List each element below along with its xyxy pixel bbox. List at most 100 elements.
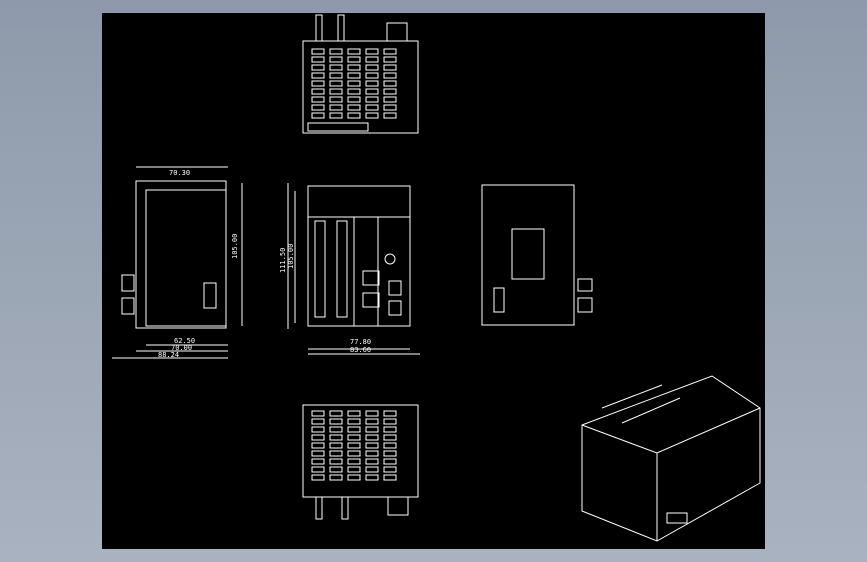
right-side-view	[481, 184, 593, 326]
terminal-slot	[311, 426, 325, 433]
terminal-slot	[329, 458, 343, 465]
terminal-slot	[365, 458, 379, 465]
terminal-slot	[347, 450, 361, 457]
front-view	[287, 183, 420, 355]
terminal-slot	[383, 442, 397, 449]
terminal-slot	[347, 434, 361, 441]
terminal-slot	[311, 466, 325, 473]
terminal-slot	[347, 474, 361, 481]
terminal-slot	[329, 418, 343, 425]
terminal-slot	[311, 88, 325, 95]
terminal-slot	[311, 410, 325, 417]
terminal-slot	[347, 104, 361, 111]
terminal-slot	[365, 96, 379, 103]
terminal-slot	[365, 450, 379, 457]
cad-drawing: 70.30 105.00 62.50 70.00 88.24 111.50 10…	[112, 14, 761, 542]
bottom-view	[302, 404, 419, 520]
terminal-slot	[383, 104, 397, 111]
terminal-slot	[329, 426, 343, 433]
terminal-slot	[311, 434, 325, 441]
terminal-slot	[383, 410, 397, 417]
cad-drawing-canvas[interactable]: 70.30 105.00 62.50 70.00 88.24 111.50 10…	[102, 13, 765, 549]
terminal-slot	[365, 426, 379, 433]
terminal-slot	[329, 434, 343, 441]
terminal-slot	[365, 410, 379, 417]
terminal-slot	[383, 88, 397, 95]
terminal-slot	[311, 112, 325, 119]
terminal-slot	[365, 48, 379, 55]
terminal-slot	[365, 56, 379, 63]
terminal-slot	[365, 112, 379, 119]
terminal-slot	[383, 96, 397, 103]
terminal-slot	[329, 80, 343, 87]
terminal-slot	[365, 474, 379, 481]
dim-label: 88.24	[158, 351, 179, 359]
terminal-slot	[347, 426, 361, 433]
terminal-slot	[311, 96, 325, 103]
isometric-view	[581, 375, 761, 542]
dim-label: 105.00	[287, 244, 295, 269]
terminal-slot	[311, 72, 325, 79]
terminal-slot	[383, 56, 397, 63]
terminal-slot	[347, 48, 361, 55]
terminal-slot	[383, 72, 397, 79]
terminal-slot	[383, 418, 397, 425]
terminal-slot	[311, 48, 325, 55]
dim-label: 70.00	[171, 344, 192, 352]
terminal-slot	[365, 442, 379, 449]
terminal-slot	[383, 466, 397, 473]
terminal-slot	[329, 96, 343, 103]
terminal-slot	[329, 466, 343, 473]
terminal-slot	[347, 64, 361, 71]
terminal-slot	[347, 88, 361, 95]
terminal-slot	[347, 72, 361, 79]
terminal-slot	[329, 442, 343, 449]
terminal-slot	[329, 72, 343, 79]
terminal-slot	[311, 418, 325, 425]
dim-label: 62.50	[174, 337, 195, 345]
terminal-slot	[383, 450, 397, 457]
terminal-slot	[329, 48, 343, 55]
terminal-slot	[365, 72, 379, 79]
terminal-slot	[329, 64, 343, 71]
dim-label: 111.50	[279, 248, 287, 273]
dim-label: 70.30	[169, 169, 190, 177]
terminal-slot	[383, 474, 397, 481]
terminal-slot	[311, 442, 325, 449]
terminal-slot	[365, 88, 379, 95]
terminal-slot	[347, 80, 361, 87]
terminal-slot	[329, 410, 343, 417]
terminal-slot	[329, 104, 343, 111]
terminal-slot	[365, 434, 379, 441]
dim-label: 83.60	[350, 346, 371, 354]
terminal-slot	[383, 426, 397, 433]
terminal-slot	[365, 80, 379, 87]
terminal-slot	[347, 410, 361, 417]
dim-label: 105.00	[231, 234, 239, 259]
terminal-slot	[383, 112, 397, 119]
terminal-slot	[365, 418, 379, 425]
left-side-view	[112, 166, 243, 359]
terminal-slot	[311, 80, 325, 87]
terminal-slot	[347, 112, 361, 119]
terminal-slot	[311, 474, 325, 481]
terminal-slot	[329, 112, 343, 119]
dim-label: 77.80	[350, 338, 371, 346]
terminal-slot	[347, 418, 361, 425]
terminal-slot	[329, 474, 343, 481]
terminal-slot	[347, 458, 361, 465]
terminal-slot	[329, 450, 343, 457]
terminal-slot	[347, 56, 361, 63]
terminal-slot	[311, 450, 325, 457]
terminal-slot	[329, 56, 343, 63]
terminal-slot	[383, 64, 397, 71]
terminal-slot	[347, 442, 361, 449]
terminal-slot	[311, 56, 325, 63]
terminal-slot	[347, 466, 361, 473]
terminal-slot	[365, 64, 379, 71]
terminal-slot	[311, 64, 325, 71]
terminal-slot	[383, 458, 397, 465]
terminal-slot	[383, 434, 397, 441]
terminal-slot	[365, 104, 379, 111]
top-view	[302, 14, 419, 134]
